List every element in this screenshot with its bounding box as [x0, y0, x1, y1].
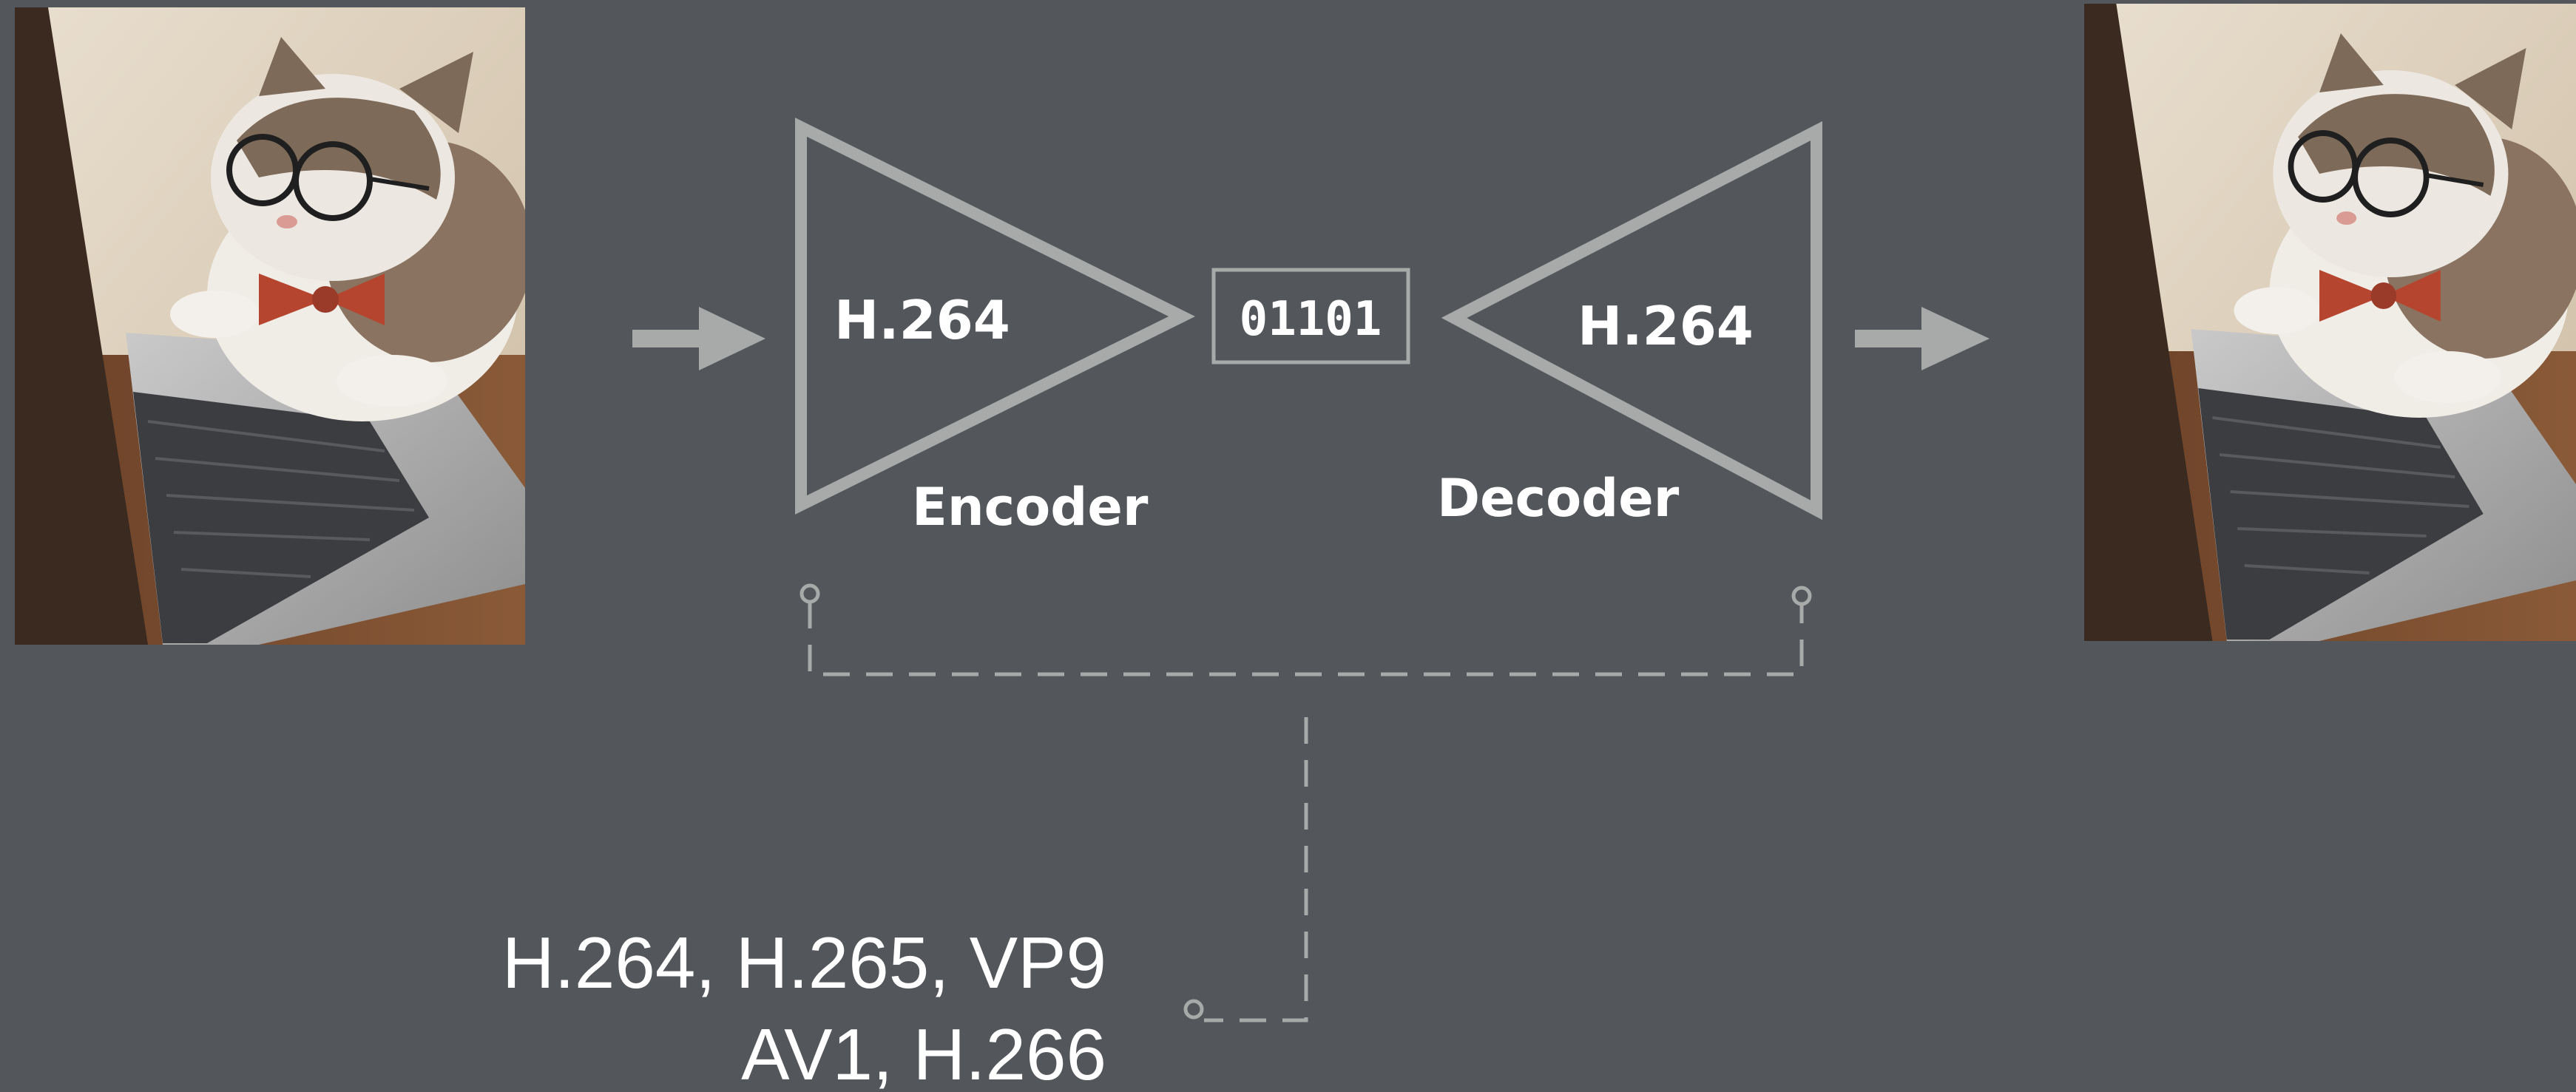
input-arrow-icon [632, 307, 765, 370]
codec-list-connector-dot [1186, 1001, 1202, 1017]
encoder-codec-label: H.264 [834, 289, 1010, 351]
codec-list-line-1: H.264, H.265, VP9 [502, 922, 1106, 1003]
codec-list-line-2: AV1, H.266 [741, 1014, 1106, 1092]
output-arrow-icon [1855, 307, 1990, 370]
decoder-connector-dot [1794, 588, 1810, 604]
decoder-codec-label: H.264 [1578, 295, 1754, 357]
encoder-connector-dot [802, 586, 818, 602]
encoder-name-label: Encoder [912, 477, 1149, 537]
decoder-name-label: Decoder [1437, 468, 1680, 529]
input-cat-image [15, 7, 533, 645]
bitstream-label: 01101 [1240, 292, 1382, 347]
output-cat-image [2084, 4, 2576, 641]
